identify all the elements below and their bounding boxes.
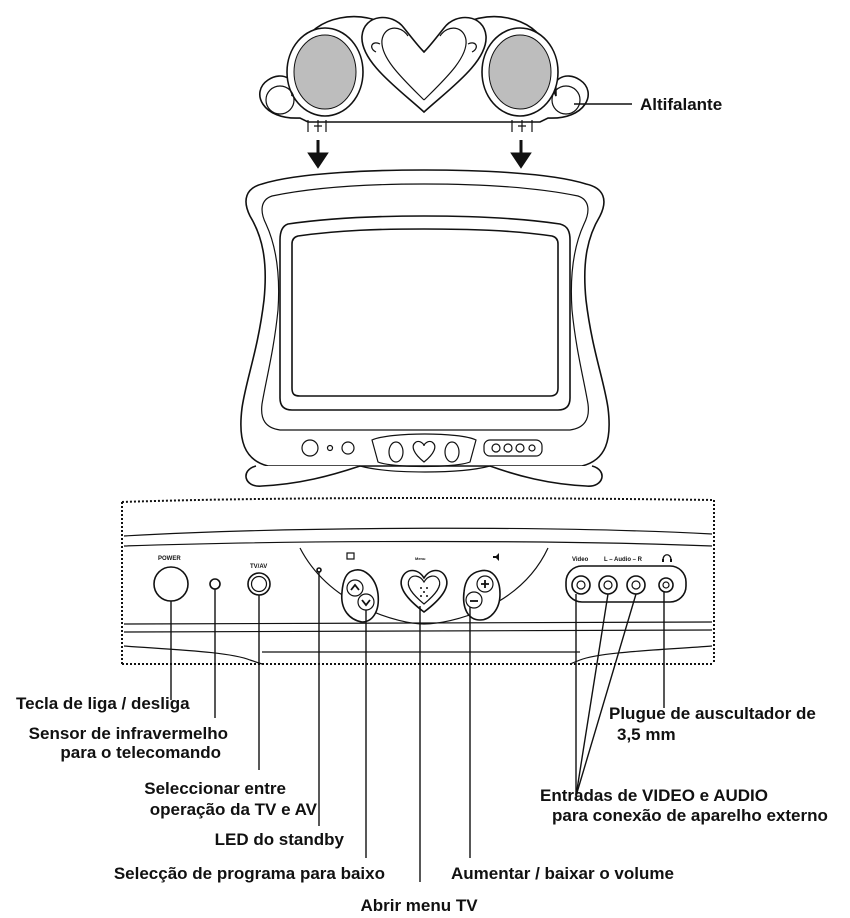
label-ir-sensor-2: para o telecomando bbox=[60, 743, 221, 762]
label-standby-led: LED do standby bbox=[215, 830, 345, 849]
label-power-key: Tecla de liga / desliga bbox=[16, 694, 190, 713]
tvav-text: TV/AV bbox=[250, 564, 267, 570]
label-inputs-1: Entradas de VIDEO e AUDIO bbox=[540, 786, 768, 805]
video-text: Video bbox=[572, 557, 589, 563]
control-panel: POWER TV/AV Menu bbox=[121, 497, 715, 665]
label-volume: Aumentar / baixar o volume bbox=[451, 864, 674, 883]
leader-lines bbox=[170, 572, 665, 882]
label-tvav-1: Seleccionar entre bbox=[144, 779, 286, 798]
menu-text: Menu bbox=[415, 556, 426, 561]
tv-set bbox=[240, 169, 610, 487]
audio-text: L – Audio – R bbox=[604, 557, 643, 563]
power-text: POWER bbox=[158, 556, 181, 562]
label-menu-open: Abrir menu TV bbox=[360, 896, 478, 915]
label-prog-down: Selecção de programa para baixo bbox=[114, 864, 385, 883]
label-speaker: Altifalante bbox=[640, 95, 722, 114]
label-headphone-1: Plugue de auscultador de bbox=[609, 704, 816, 723]
label-tvav-2: operação da TV e AV bbox=[150, 800, 318, 819]
label-ir-sensor-1: Sensor de infravermelho bbox=[29, 724, 228, 743]
label-headphone-2: 3,5 mm bbox=[617, 725, 676, 744]
speaker-assembly bbox=[259, 15, 589, 169]
labels: Altifalante Tecla de liga / desliga Sens… bbox=[16, 95, 828, 915]
label-inputs-2: para conexão de aparelho externo bbox=[552, 806, 828, 825]
